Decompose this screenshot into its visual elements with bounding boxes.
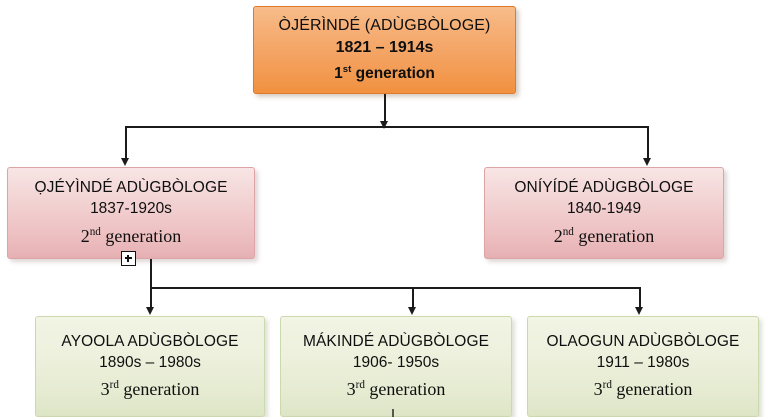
node-gen2-oniyide[interactable]: ONÍYÍDÉ ADÙGBÒLOGE 1840-1949 2nd generat… (484, 167, 724, 259)
node-generation-label: 3rd generation (594, 379, 693, 400)
node-generation-label: 1st generation (334, 63, 435, 83)
node-name: ÒJÉRÌNDÉ (ADÙGBÒLOGE) (278, 16, 491, 34)
generation-number: 3 (593, 379, 603, 400)
node-gen3-ayoola[interactable]: AYOOLA ADÙGBÒLOGE 1890s – 1980s 3rd gene… (35, 316, 265, 417)
node-dates: 1890s – 1980s (99, 353, 201, 371)
generation-ordinal: rd (602, 379, 612, 392)
node-gen3-olaogun[interactable]: OLAOGUN ADÙGBÒLOGE 1911 – 1980s 3rd gene… (527, 316, 759, 417)
connector-to-ayoola-arrowhead (146, 307, 154, 315)
node-dates: 1840-1949 (566, 200, 642, 218)
generation-ordinal: nd (562, 225, 574, 238)
node-generation-label: 2nd generation (554, 226, 655, 247)
node-name: AYOOLA ADÙGBÒLOGE (61, 332, 239, 350)
connector-gen1-stem-arrowhead (380, 121, 388, 129)
node-dates: 1837-1920s (90, 200, 172, 218)
connector-to-olaogun-arrowhead (635, 307, 643, 315)
connector-to-makinde (412, 287, 414, 309)
node-name: MÁKINDÉ ADÙGBÒLOGE (302, 332, 490, 350)
generation-word: generation (123, 379, 200, 400)
connector-to-ayoola (150, 287, 152, 309)
connector-to-olaogun (639, 287, 641, 309)
generation-number: 1 (334, 64, 343, 82)
node-gen2-ojeyinde[interactable]: ỌJÉYÌNDÉ ADÙGBÒLOGE 1837-1920s 2nd gener… (7, 167, 255, 259)
plus-icon[interactable] (121, 251, 136, 266)
connector-gen1-stem (384, 94, 386, 125)
connector-to-oniyide (647, 126, 649, 160)
connector-ojeyinde-stem (150, 259, 152, 288)
clipped-connector-mark (392, 409, 394, 417)
node-gen1-ojerinde[interactable]: ÒJÉRÌNDÉ (ADÙGBÒLOGE) 1821 – 1914s 1st g… (253, 6, 516, 94)
node-gen3-makinde[interactable]: MÁKINDÉ ADÙGBÒLOGE 1906- 1950s 3rd gener… (280, 316, 512, 417)
node-dates: 1911 – 1980s (596, 353, 690, 371)
generation-ordinal: nd (89, 225, 101, 238)
node-name: ỌJÉYÌNDÉ ADÙGBÒLOGE (34, 179, 228, 197)
node-name: OLAOGUN ADÙGBÒLOGE (546, 332, 740, 350)
generation-number: 3 (346, 379, 356, 400)
generation-word: generation (369, 379, 446, 400)
connector-gen2-bus (125, 126, 649, 129)
connector-to-makinde-arrowhead (408, 307, 416, 315)
node-generation-label: 2nd generation (81, 226, 182, 247)
generation-ordinal: rd (355, 379, 365, 392)
node-generation-label: 3rd generation (101, 379, 200, 400)
node-dates: 1906- 1950s (352, 353, 440, 371)
generation-number: 2 (553, 225, 563, 246)
generation-word: generation (355, 64, 435, 82)
connector-to-oniyide-arrowhead (643, 158, 651, 166)
node-name: ONÍYÍDÉ ADÙGBÒLOGE (514, 179, 694, 197)
connector-gen3-bus (150, 287, 640, 290)
generation-number: 3 (100, 379, 110, 400)
connector-to-ojeyinde-arrowhead (121, 158, 129, 166)
generation-ordinal: st (342, 63, 352, 75)
generation-ordinal: rd (109, 379, 119, 392)
generation-word: generation (616, 379, 693, 400)
node-dates: 1821 – 1914s (335, 38, 434, 56)
generation-word: generation (578, 225, 655, 246)
generation-word: generation (105, 225, 182, 246)
generation-number: 2 (80, 225, 90, 246)
connector-to-ojeyinde (125, 126, 127, 160)
node-generation-label: 3rd generation (347, 379, 446, 400)
